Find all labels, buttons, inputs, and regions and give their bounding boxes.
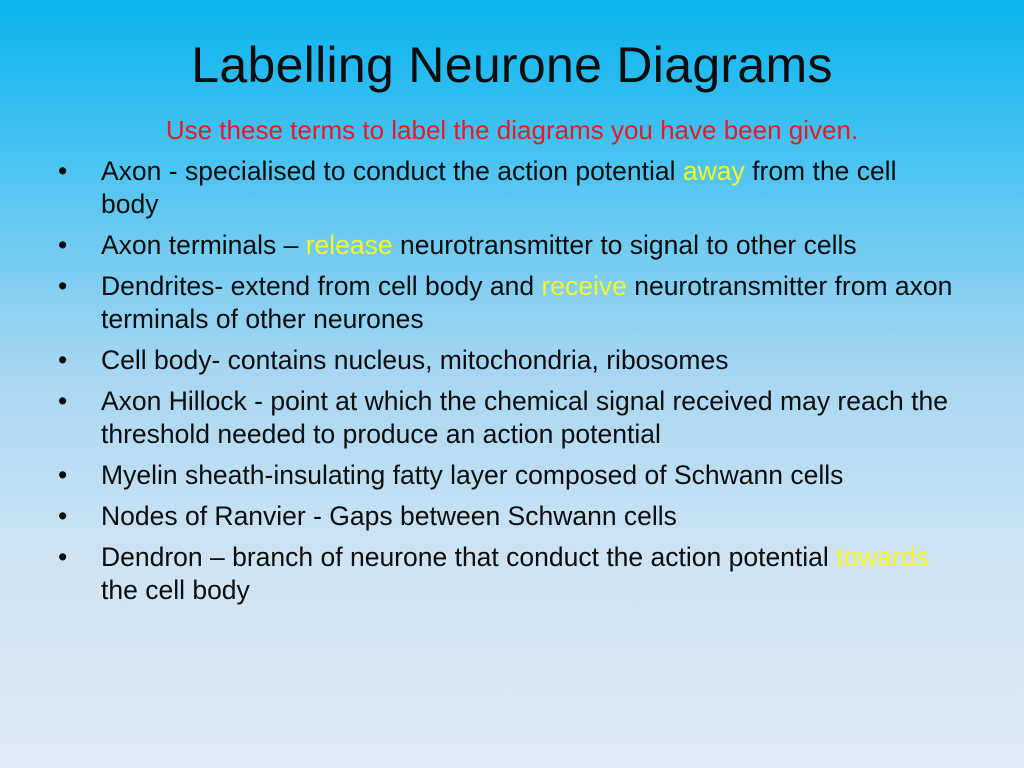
item-text: Nodes of Ranvier - Gaps between Schwann … bbox=[101, 501, 677, 531]
list-item: • Axon terminals – release neurotransmitt… bbox=[58, 229, 958, 262]
item-text: Axon - specialised to conduct the action… bbox=[101, 156, 683, 186]
item-highlight: away bbox=[682, 156, 745, 186]
item-text-after: the cell body bbox=[101, 575, 250, 605]
bullet-icon: • bbox=[58, 542, 68, 572]
list-item: • Axon - specialised to conduct the actio… bbox=[58, 155, 958, 221]
bullet-icon: • bbox=[58, 460, 68, 490]
item-text: Dendron – branch of neurone that conduct… bbox=[101, 542, 837, 572]
list-item: • Dendrites- extend from cell body and re… bbox=[58, 270, 958, 336]
bullet-icon: • bbox=[58, 230, 68, 260]
list-item: • Nodes of Ranvier - Gaps between Schwann… bbox=[58, 500, 958, 533]
item-text-after: from the cell body bbox=[101, 156, 897, 219]
item-text: Dendrites- extend from cell body and bbox=[101, 271, 542, 301]
item-highlight: release bbox=[305, 230, 393, 260]
list-item: • Myelin sheath-insulating fatty layer co… bbox=[58, 459, 958, 492]
item-text: Myelin sheath-insulating fatty layer com… bbox=[101, 460, 844, 490]
slide-subtitle: Use these terms to label the diagrams yo… bbox=[165, 115, 859, 145]
bullet-icon: • bbox=[58, 271, 68, 301]
item-highlight: towards bbox=[836, 542, 929, 572]
bullet-icon: • bbox=[58, 156, 68, 186]
bullet-icon: • bbox=[58, 501, 68, 531]
item-text: Axon terminals – bbox=[101, 230, 306, 260]
list-item: • Cell body- contains nucleus, mitochondr… bbox=[58, 344, 958, 377]
bullet-icon: • bbox=[58, 386, 68, 416]
item-text-after: neurotransmitter to signal to other cell… bbox=[392, 230, 857, 260]
item-text-after: neurotransmitter from axon terminals of … bbox=[101, 271, 953, 334]
item-text: Cell body- contains nucleus, mitochondri… bbox=[101, 345, 729, 375]
item-text: Axon Hillock - point at which the chemic… bbox=[101, 386, 948, 449]
slide-title: Labelling Neurone Diagrams bbox=[191, 37, 833, 93]
item-highlight: receive bbox=[541, 271, 627, 301]
term-list: • Axon - specialised to conduct the actio… bbox=[58, 155, 958, 615]
list-item: • Dendron – branch of neurone that conduc… bbox=[58, 541, 958, 607]
bullet-icon: • bbox=[58, 345, 68, 375]
list-item: • Axon Hillock - point at which the chemi… bbox=[58, 385, 958, 451]
